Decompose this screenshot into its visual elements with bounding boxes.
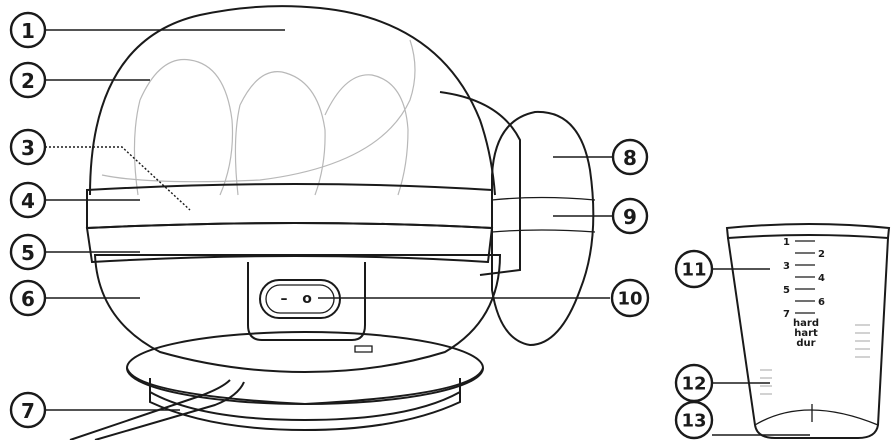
cup-scale-hard: hard [793, 318, 819, 329]
cooker-base [126, 331, 484, 432]
callout-4: 4 [9, 181, 47, 219]
callout-6-label: 6 [21, 287, 35, 311]
cup-scale-dur: dur [796, 338, 815, 349]
callout-4-label: 4 [21, 189, 35, 213]
cup-scale-2: 2 [818, 249, 825, 260]
on-off-switch[interactable]: – o [247, 262, 366, 341]
callout-12-label: 12 [681, 374, 706, 395]
egg-piercer-housing [439, 91, 521, 276]
callout-3: 3 [9, 128, 47, 166]
water-tray-ring [86, 183, 493, 230]
callout-9: 9 [611, 197, 649, 235]
body-ring [85, 222, 494, 264]
callout-12: 12 [674, 363, 714, 403]
leader-lines [45, 29, 810, 436]
callout-6: 6 [9, 279, 47, 317]
callout-13-label: 13 [681, 411, 706, 432]
power-cord [69, 379, 245, 440]
callout-5-label: 5 [21, 241, 35, 265]
cup-scale-1: 1 [783, 237, 790, 248]
callout-8-label: 8 [623, 146, 637, 170]
switch-on-symbol: o [302, 291, 312, 307]
callout-7-label: 7 [21, 399, 35, 423]
transparent-lid [89, 5, 496, 196]
callout-9-label: 9 [623, 205, 637, 229]
callout-2: 2 [9, 61, 47, 99]
cup-scale-7: 7 [783, 309, 790, 320]
callout-8: 8 [611, 138, 649, 176]
callout-7: 7 [9, 391, 47, 429]
cup-scale-6: 6 [818, 297, 825, 308]
callout-11-label: 11 [681, 260, 706, 281]
callout-3-label: 3 [21, 136, 35, 160]
callout-11: 11 [674, 249, 714, 289]
cup-scale-3: 3 [783, 261, 790, 272]
callout-10-label: 10 [617, 289, 642, 310]
callout-1: 1 [9, 11, 47, 49]
cup-scale-4: 4 [818, 273, 825, 284]
callout-1-label: 1 [21, 19, 35, 43]
callout-10: 10 [610, 278, 650, 318]
cup-scale-5: 5 [783, 285, 790, 296]
heating-housing [93, 254, 502, 374]
cup-scale-hart: hart [794, 328, 818, 339]
callout-2-label: 2 [21, 69, 35, 93]
callout-5: 5 [9, 233, 47, 271]
switch-off-symbol: – [281, 291, 288, 307]
egg-piercer-cup [491, 110, 596, 347]
measuring-cup: 1 2 3 4 5 6 7 hard hart dur [725, 223, 891, 439]
callout-13: 13 [674, 400, 714, 440]
